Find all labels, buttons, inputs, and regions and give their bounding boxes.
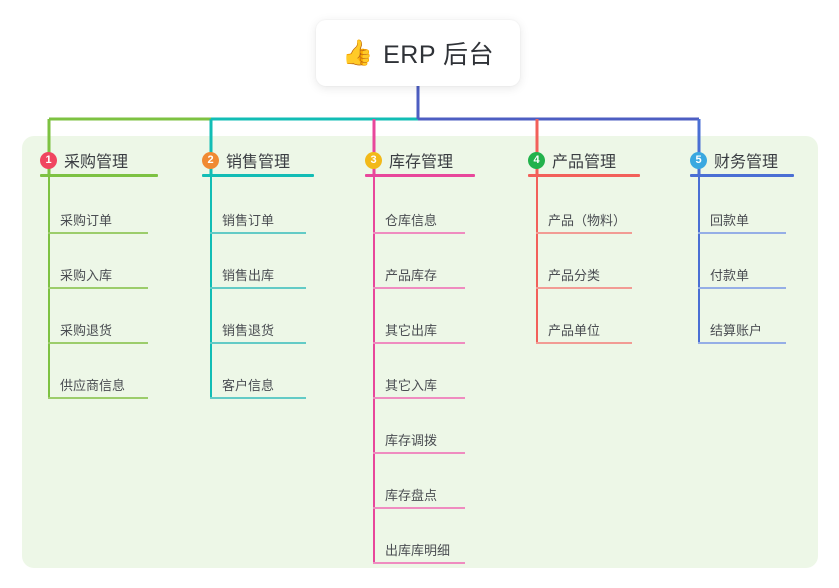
branch-stem — [373, 174, 375, 564]
leaf-rule — [373, 397, 465, 399]
branch-stem — [210, 174, 212, 399]
branch-stem — [698, 174, 700, 344]
leaf-rule — [48, 287, 148, 289]
leaf-rule — [48, 342, 148, 344]
leaf-label: 库存调拨 — [385, 433, 438, 448]
branch-header-2[interactable]: 2 销售管理 — [202, 148, 290, 172]
branch-header-3[interactable]: 3 库存管理 — [365, 148, 453, 172]
leaf-item[interactable]: 仓库信息 — [373, 204, 465, 234]
branch-header-4[interactable]: 4 产品管理 — [528, 148, 616, 172]
leaf-label: 库存盘点 — [385, 488, 438, 503]
leaf-label: 付款单 — [710, 268, 750, 283]
leaf-item[interactable]: 其它入库 — [373, 369, 465, 399]
branch-header-rule — [365, 174, 475, 177]
leaf-label: 其它出库 — [385, 323, 438, 338]
leaf-rule — [698, 232, 786, 234]
leaf-item[interactable]: 销售订单 — [210, 204, 306, 234]
leaf-item[interactable]: 回款单 — [698, 204, 786, 234]
leaf-item[interactable]: 产品分类 — [536, 259, 632, 289]
leaf-label: 出库库明细 — [385, 543, 451, 558]
leaf-rule — [373, 342, 465, 344]
leaf-label: 产品库存 — [385, 268, 438, 283]
leaf-label: 产品（物料） — [548, 213, 627, 228]
root-title: ERP 后台 — [383, 41, 495, 69]
branch-badge-5: 5 — [690, 151, 707, 169]
leaf-item[interactable]: 采购入库 — [48, 259, 148, 289]
branch-badge-1: 1 — [40, 151, 57, 169]
leaf-label: 仓库信息 — [385, 213, 438, 228]
branch-header-1[interactable]: 1 采购管理 — [40, 148, 128, 172]
leaf-rule — [373, 452, 465, 454]
diagram-canvas — [22, 136, 818, 568]
leaf-label: 采购订单 — [60, 213, 113, 228]
leaf-item[interactable]: 采购订单 — [48, 204, 148, 234]
leaf-label: 结算账户 — [710, 323, 763, 338]
branch-badge-2: 2 — [202, 151, 219, 169]
branch-header-5[interactable]: 5 财务管理 — [690, 148, 778, 172]
leaf-rule — [48, 397, 148, 399]
leaf-rule — [536, 287, 632, 289]
branch-label: 库存管理 — [389, 154, 454, 171]
branch-label: 财务管理 — [714, 154, 779, 171]
leaf-rule — [373, 507, 465, 509]
leaf-label: 供应商信息 — [60, 378, 126, 393]
leaf-item[interactable]: 产品单位 — [536, 314, 632, 344]
leaf-item[interactable]: 其它出库 — [373, 314, 465, 344]
leaf-rule — [210, 342, 306, 344]
leaf-item[interactable]: 库存调拨 — [373, 424, 465, 454]
leaf-rule — [698, 287, 786, 289]
leaf-item[interactable]: 销售退货 — [210, 314, 306, 344]
branch-badge-3: 3 — [365, 151, 382, 169]
leaf-label: 产品分类 — [548, 268, 601, 283]
branch-stem — [48, 174, 50, 399]
leaf-label: 销售退货 — [222, 323, 275, 338]
leaf-item[interactable]: 客户信息 — [210, 369, 306, 399]
leaf-label: 采购入库 — [60, 268, 113, 283]
leaf-item[interactable]: 产品库存 — [373, 259, 465, 289]
leaf-item[interactable]: 出库库明细 — [373, 534, 465, 564]
leaf-item[interactable]: 供应商信息 — [48, 369, 148, 399]
leaf-item[interactable]: 销售出库 — [210, 259, 306, 289]
branch-header-rule — [690, 174, 794, 177]
leaf-rule — [373, 232, 465, 234]
branch-header-rule — [40, 174, 158, 177]
root-node[interactable]: 👍 ERP 后台 — [316, 20, 520, 86]
leaf-label: 销售出库 — [222, 268, 275, 283]
branch-label: 采购管理 — [64, 154, 129, 171]
leaf-item[interactable]: 产品（物料） — [536, 204, 632, 234]
leaf-rule — [48, 232, 148, 234]
leaf-rule — [536, 342, 632, 344]
leaf-rule — [373, 562, 465, 564]
leaf-item[interactable]: 付款单 — [698, 259, 786, 289]
leaf-label: 产品单位 — [548, 323, 601, 338]
branch-label: 销售管理 — [226, 154, 291, 171]
leaf-label: 销售订单 — [222, 213, 275, 228]
leaf-label: 客户信息 — [222, 378, 275, 393]
leaf-rule — [210, 397, 306, 399]
leaf-item[interactable]: 结算账户 — [698, 314, 786, 344]
branch-header-rule — [528, 174, 640, 177]
leaf-rule — [210, 287, 306, 289]
thumbs-up-icon: 👍 — [341, 38, 374, 67]
leaf-rule — [210, 232, 306, 234]
branch-badge-4: 4 — [528, 151, 545, 169]
leaf-label: 回款单 — [710, 213, 750, 228]
leaf-rule — [373, 287, 465, 289]
leaf-rule — [536, 232, 632, 234]
leaf-rule — [698, 342, 786, 344]
leaf-item[interactable]: 采购退货 — [48, 314, 148, 344]
branch-stem — [536, 174, 538, 344]
leaf-label: 其它入库 — [385, 378, 438, 393]
leaf-label: 采购退货 — [60, 323, 113, 338]
leaf-item[interactable]: 库存盘点 — [373, 479, 465, 509]
branch-header-rule — [202, 174, 314, 177]
branch-label: 产品管理 — [552, 154, 617, 171]
